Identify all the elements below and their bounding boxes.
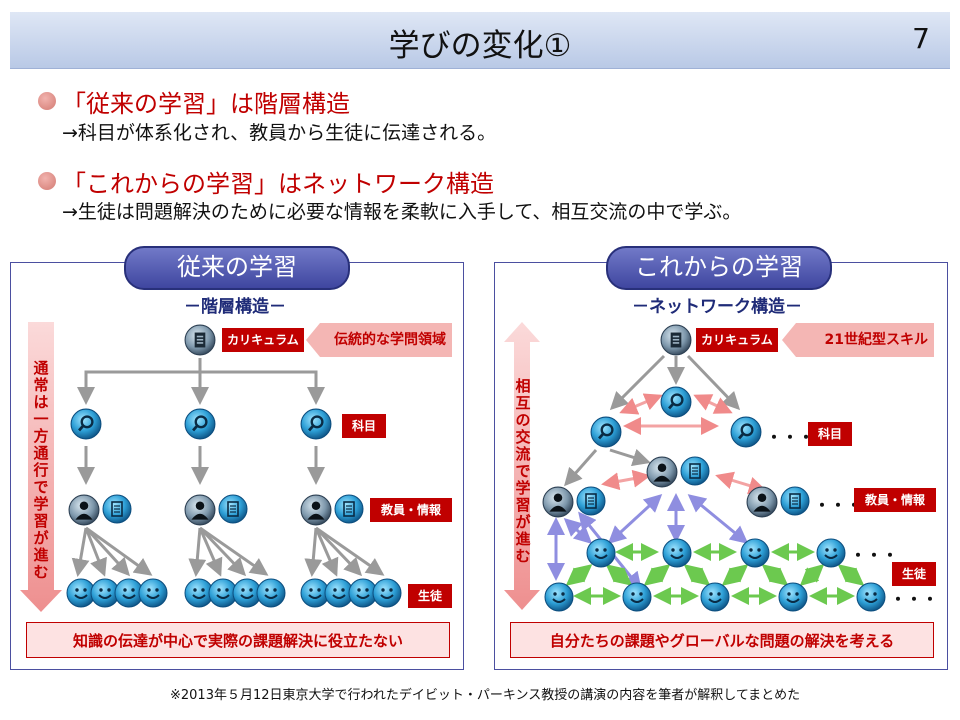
subject-label: 科目 (342, 414, 386, 438)
teacher-icon (184, 494, 216, 526)
ellipsis: ・・・ (850, 546, 899, 565)
subject-search-icon (730, 416, 762, 448)
title-bar: 学びの変化① 7 (10, 12, 950, 69)
information-icon (334, 494, 364, 524)
teacher-icon (646, 456, 678, 488)
bullet-dot-icon (38, 172, 56, 190)
subject-search-icon (590, 416, 622, 448)
student-icons (66, 578, 402, 608)
teacher-icon (68, 494, 100, 526)
right-panel-conclusion: 自分たちの課題やグローバルな問題の解決を考える (510, 622, 934, 658)
subject-search-icon (660, 386, 692, 418)
information-icon (780, 486, 810, 516)
right-panel-subtitle: －ネットワーク構造－ (632, 297, 802, 317)
mutual-exchange-text: 相互の交流で学習が進む (515, 377, 531, 565)
bullet-detail-2: →生徒は問題解決のために必要な情報を柔軟に入手して、相互交流の中で学ぶ。 (62, 201, 742, 223)
hierarchy-arrows (71, 358, 385, 577)
one-way-flow-text: 通常は一方通行で学習が進む (33, 359, 49, 581)
information-icon (102, 494, 132, 524)
teacher-info-label: 教員・情報 (370, 498, 452, 522)
student-icons (544, 538, 886, 612)
left-panel-conclusion: 知識の伝達が中心で実際の課題解決に役立たない (26, 622, 450, 658)
one-way-flow-arrow (20, 322, 62, 612)
information-icon (218, 494, 248, 524)
two-way-flow-arrow (504, 322, 540, 610)
subject-search-icon (184, 408, 216, 440)
subject-search-icon (300, 408, 332, 440)
teacher-info-label: 教員・情報 (854, 488, 936, 512)
ellipsis: ・・・ (814, 496, 863, 515)
curriculum-label: カリキュラム (696, 328, 778, 352)
traditional-domain-arrow: 伝統的な学問領域 (306, 323, 452, 357)
student-label: 生徒 (892, 562, 936, 586)
curriculum-icon (184, 324, 216, 356)
subject-search-icon (70, 408, 102, 440)
student-exchange-arrows (565, 543, 865, 605)
slide-title: 学びの変化① (388, 28, 572, 64)
information-icon (576, 486, 606, 516)
21st-century-skills-arrow: 21世紀型スキル (782, 323, 934, 357)
information-icon (680, 456, 710, 486)
left-panel-title: 従来の学習 (124, 246, 350, 290)
bullet-heading-1: 「従来の学習」は階層構造 (62, 90, 350, 118)
bullet-detail-1: →科目が体系化され、教員から生徒に伝達される。 (62, 122, 497, 144)
teacher-icon (300, 494, 332, 526)
bullet-heading-2: 「これからの学習」はネットワーク構造 (62, 170, 494, 198)
teacher-icon (746, 486, 778, 518)
curriculum-label: カリキュラム (222, 328, 304, 352)
bullet-dot-icon (38, 92, 56, 110)
ellipsis: ・・・ (890, 590, 939, 609)
left-panel-subtitle: －階層構造－ (184, 297, 286, 317)
right-panel-title: これからの学習 (606, 246, 832, 290)
teacher-icon (542, 486, 574, 518)
subject-label: 科目 (808, 422, 852, 446)
source-footnote: ※2013年５月12日東京大学で行われたデイビット・パーキンス教授の講演の内容を… (170, 688, 801, 703)
student-label: 生徒 (408, 584, 452, 608)
ellipsis: ・・・ (766, 428, 815, 447)
curriculum-icon (660, 324, 692, 356)
page-number: 7 (912, 22, 930, 55)
